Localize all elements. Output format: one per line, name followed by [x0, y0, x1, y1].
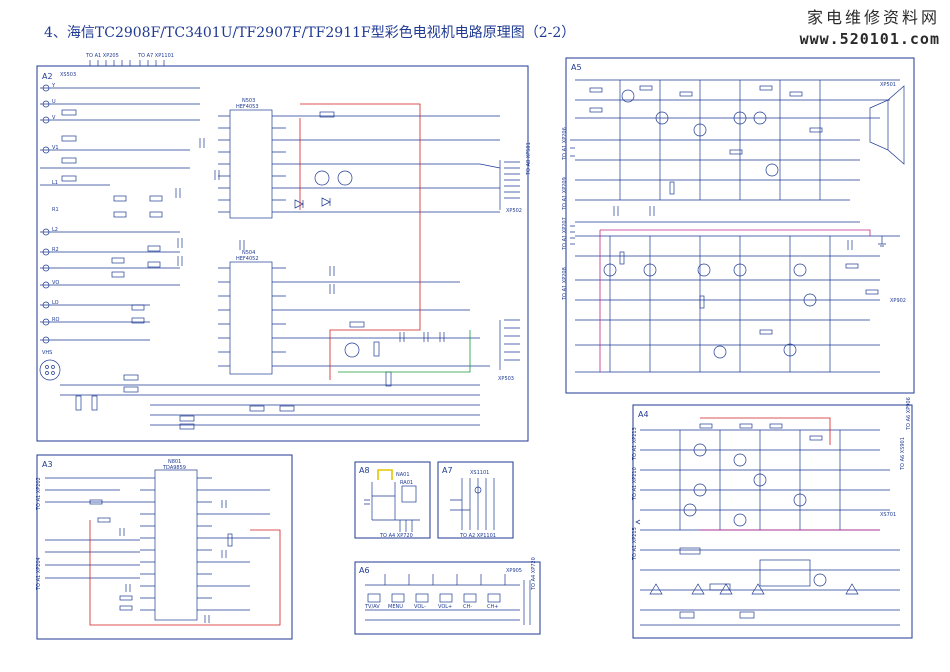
- ic-n503-part: HEF4053: [236, 104, 259, 110]
- input-v1: V1: [52, 145, 59, 151]
- ic-n503: [229, 109, 273, 219]
- input-r1: R1: [52, 207, 59, 213]
- input-lo: LO: [52, 300, 59, 306]
- page-title: 4、海信TC2908F/TC3401U/TF2907F/TF2911F型彩色电视…: [44, 25, 576, 41]
- panel-a5-frame: [565, 57, 915, 394]
- input-r2: R2: [52, 247, 59, 253]
- a5-connector-3: TO A1 XP207: [562, 217, 568, 251]
- a6-key-tvav: TV/AV: [364, 604, 380, 610]
- ic-n503-ref: N503: [242, 98, 255, 104]
- watermark-url: www.520101.com: [799, 30, 940, 48]
- a6-key-menu: MENU: [388, 604, 403, 610]
- ic-n504: [229, 261, 273, 375]
- a8-part-na01: NA01: [396, 472, 410, 478]
- panel-a4-frame: [632, 404, 913, 639]
- input-vo: VO: [52, 280, 59, 286]
- input-ro: RO: [52, 317, 59, 323]
- a6-key-ch-down: CH-: [463, 604, 472, 610]
- watermark: 家电维修资料网 www.520101.com: [800, 4, 940, 48]
- a7-part-xs1101: XS1101: [470, 470, 489, 476]
- panel-a4-label: A4: [638, 410, 649, 419]
- vhs-connector: [39, 359, 61, 381]
- panel-a6-label: A6: [359, 566, 370, 575]
- crt-symbol: [869, 85, 905, 165]
- input-v: V: [52, 115, 56, 121]
- a2-connector-xs503: XS503: [60, 72, 76, 78]
- panel-a3-frame: [36, 454, 293, 640]
- input-l1: L1: [52, 180, 58, 186]
- a4-connector-3: TO A1 XP215: [632, 527, 638, 561]
- a4-connector-5: TO A6 XP906: [906, 397, 912, 431]
- input-l2: L2: [52, 227, 58, 233]
- a2-connector-top-right: TO A7 XP1101: [137, 53, 174, 59]
- a6-key-ch-up: CH+: [487, 604, 498, 610]
- ic-n801: [154, 469, 198, 621]
- ic-n504-part: HEF4052: [236, 256, 259, 262]
- panel-a8-frame: [354, 461, 431, 539]
- panel-a5-label: A5: [571, 63, 582, 72]
- a8-part-ra01: RA01: [400, 480, 413, 486]
- a6-key-vol-up: VOL+: [438, 604, 452, 610]
- ic-n801-ref: N801: [168, 459, 181, 465]
- a5-connector-xp902: XP902: [890, 298, 906, 304]
- panel-a7-label: A7: [442, 466, 453, 475]
- a2-connector-xp502: XP502: [506, 208, 522, 214]
- a3-connector-2: TO A1 XP204: [36, 557, 42, 591]
- a6-connector-xp905: XP905: [506, 568, 522, 574]
- panel-a2-frame: [36, 65, 529, 442]
- a2-connector-a8: TO A8 XP501: [526, 142, 532, 176]
- watermark-name: 家电维修资料网: [806, 8, 940, 27]
- input-u: U: [52, 99, 56, 105]
- a2-connector-xp503: XP503: [498, 376, 514, 382]
- a5-connector-2: TO A1 XP209: [562, 177, 568, 211]
- input-vhs: VHS: [42, 350, 52, 356]
- a8-connector: TO A4 XP720: [379, 533, 413, 539]
- a3-connector-1: TO A1 XP202: [36, 477, 42, 511]
- a5-connector-xp501: XP501: [880, 82, 896, 88]
- ic-n504-ref: N504: [242, 250, 255, 256]
- a6-key-vol-down: VOL-: [414, 604, 426, 610]
- panel-a3-label: A3: [42, 460, 53, 469]
- ic-n801-part: TDA9859: [162, 465, 186, 471]
- a2-connector-top-left: TO A1 XP205: [85, 53, 119, 59]
- a4-connector-xs701: XS701: [880, 512, 896, 518]
- a7-connector: TO A2 XP1101: [459, 533, 496, 539]
- a4-connector-1: TO A1 XP213: [632, 427, 638, 461]
- input-y: Y: [51, 83, 56, 89]
- panel-a2-label: A2: [42, 72, 53, 81]
- a4-connector-2: TO A1 XP210: [632, 467, 638, 501]
- panel-a8-label: A8: [359, 466, 370, 475]
- panel-a6-frame: [354, 561, 541, 635]
- panel-a7-frame: [437, 461, 514, 539]
- a4-connector-4: TO A6 XS901: [900, 437, 906, 471]
- a5-connector-1: TO A1 XP206: [562, 127, 568, 161]
- a5-connector-4: TO A1 XP208: [562, 267, 568, 301]
- a6-connector-a4: TO A4 XP720: [531, 557, 537, 591]
